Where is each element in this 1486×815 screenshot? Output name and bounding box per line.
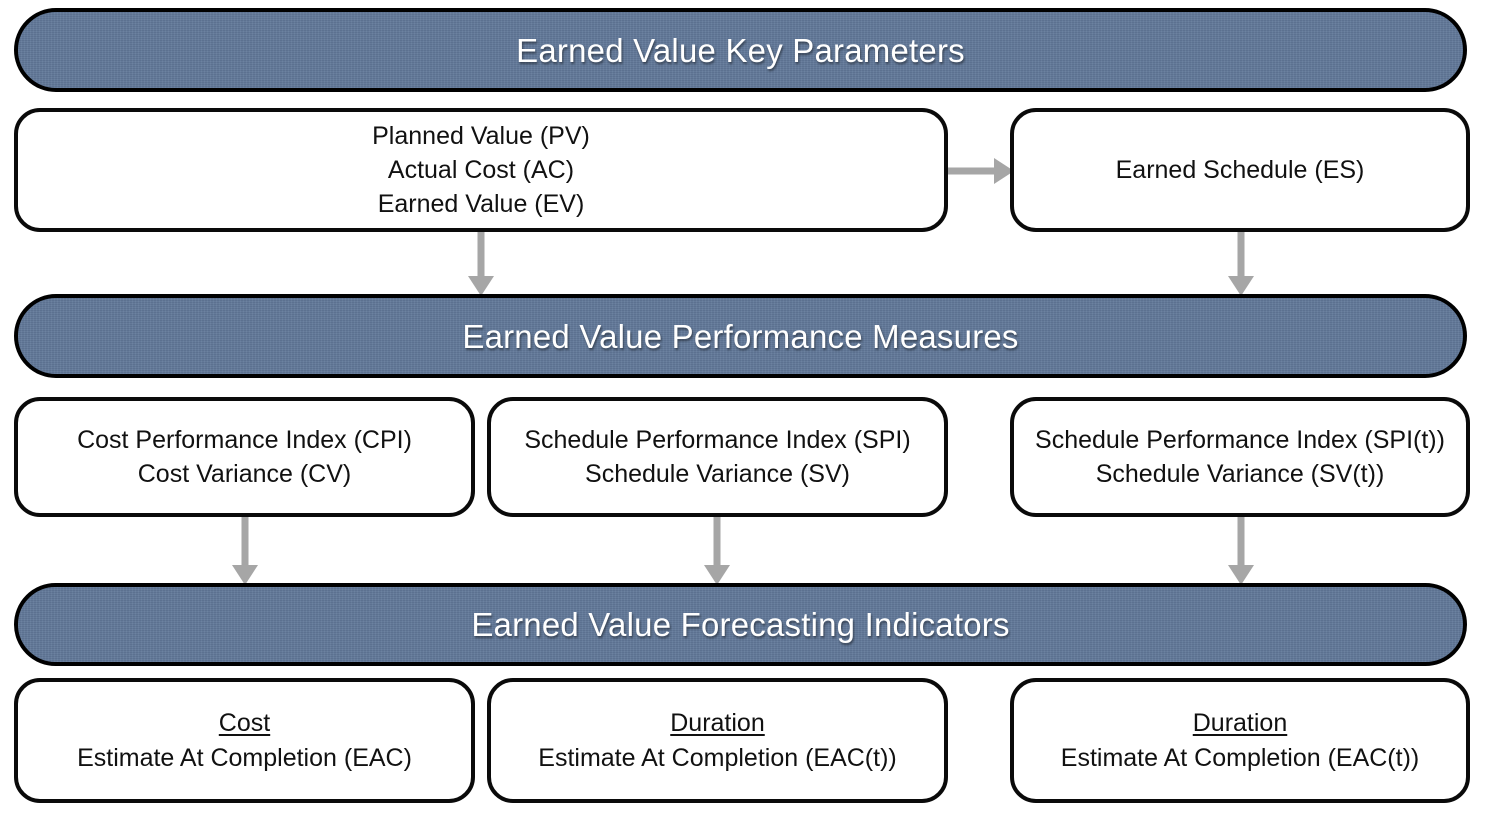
- node-cost-performance-line-2: Cost Variance (CV): [137, 460, 352, 488]
- node-pv-ac-ev-line-1: Planned Value (PV): [372, 121, 590, 150]
- arrow-cpi-to-forecast-banner: [226, 517, 264, 587]
- banner-performance-measures-label: Earned Value Performance Measures: [462, 317, 1019, 355]
- node-eac-cost-line-1: Estimate At Completion (EAC): [77, 743, 412, 772]
- arrow-params-to-performance-banner: [462, 232, 500, 298]
- banner-key-parameters: Earned Value Key Parameters: [14, 8, 1467, 92]
- node-eac-cost-heading: Cost: [218, 709, 271, 738]
- arrow-spi-to-forecast-banner: [698, 517, 736, 587]
- arrow-params-to-earned-schedule: [946, 152, 1016, 190]
- banner-key-parameters-label: Earned Value Key Parameters: [516, 31, 965, 69]
- node-eac-cost[interactable]: Cost Estimate At Completion (EAC): [14, 678, 475, 803]
- banner-forecasting-indicators: Earned Value Forecasting Indicators: [14, 583, 1467, 666]
- node-schedule-performance-t-line-2: Schedule Variance (SV(t)): [1095, 460, 1385, 488]
- node-schedule-performance[interactable]: Schedule Performance Index (SPI) Schedul…: [487, 397, 948, 517]
- node-schedule-performance-line-2: Schedule Variance (SV): [585, 460, 850, 488]
- node-eac-duration-middle-heading: Duration: [670, 709, 765, 738]
- node-schedule-performance-t-line-1: Schedule Performance Index (SPI(t)): [1035, 425, 1445, 454]
- node-pv-ac-ev[interactable]: Planned Value (PV) Actual Cost (AC) Earn…: [14, 108, 948, 232]
- banner-forecasting-indicators-label: Earned Value Forecasting Indicators: [471, 606, 1010, 643]
- node-eac-duration-right[interactable]: Duration Estimate At Completion (EAC(t)): [1010, 678, 1470, 803]
- node-pv-ac-ev-line-2: Actual Cost (AC): [387, 155, 575, 184]
- node-pv-ac-ev-line-3: Earned Value (EV): [377, 190, 585, 219]
- node-earned-schedule-line-1: Earned Schedule (ES): [1115, 155, 1365, 184]
- node-schedule-performance-line-1: Schedule Performance Index (SPI): [524, 425, 911, 454]
- node-cost-performance[interactable]: Cost Performance Index (CPI) Cost Varian…: [14, 397, 475, 517]
- node-schedule-performance-t[interactable]: Schedule Performance Index (SPI(t)) Sche…: [1010, 397, 1470, 517]
- node-eac-duration-right-line-1: Estimate At Completion (EAC(t)): [1060, 743, 1420, 772]
- node-cost-performance-line-1: Cost Performance Index (CPI): [77, 425, 412, 454]
- node-eac-duration-middle-line-1: Estimate At Completion (EAC(t)): [538, 743, 897, 772]
- arrow-earned-schedule-to-performance-banner: [1222, 232, 1260, 298]
- arrow-spit-to-forecast-banner: [1222, 517, 1260, 587]
- node-eac-duration-middle[interactable]: Duration Estimate At Completion (EAC(t)): [487, 678, 948, 803]
- node-eac-duration-right-heading: Duration: [1192, 709, 1288, 738]
- banner-performance-measures: Earned Value Performance Measures: [14, 294, 1467, 378]
- node-earned-schedule[interactable]: Earned Schedule (ES): [1010, 108, 1470, 232]
